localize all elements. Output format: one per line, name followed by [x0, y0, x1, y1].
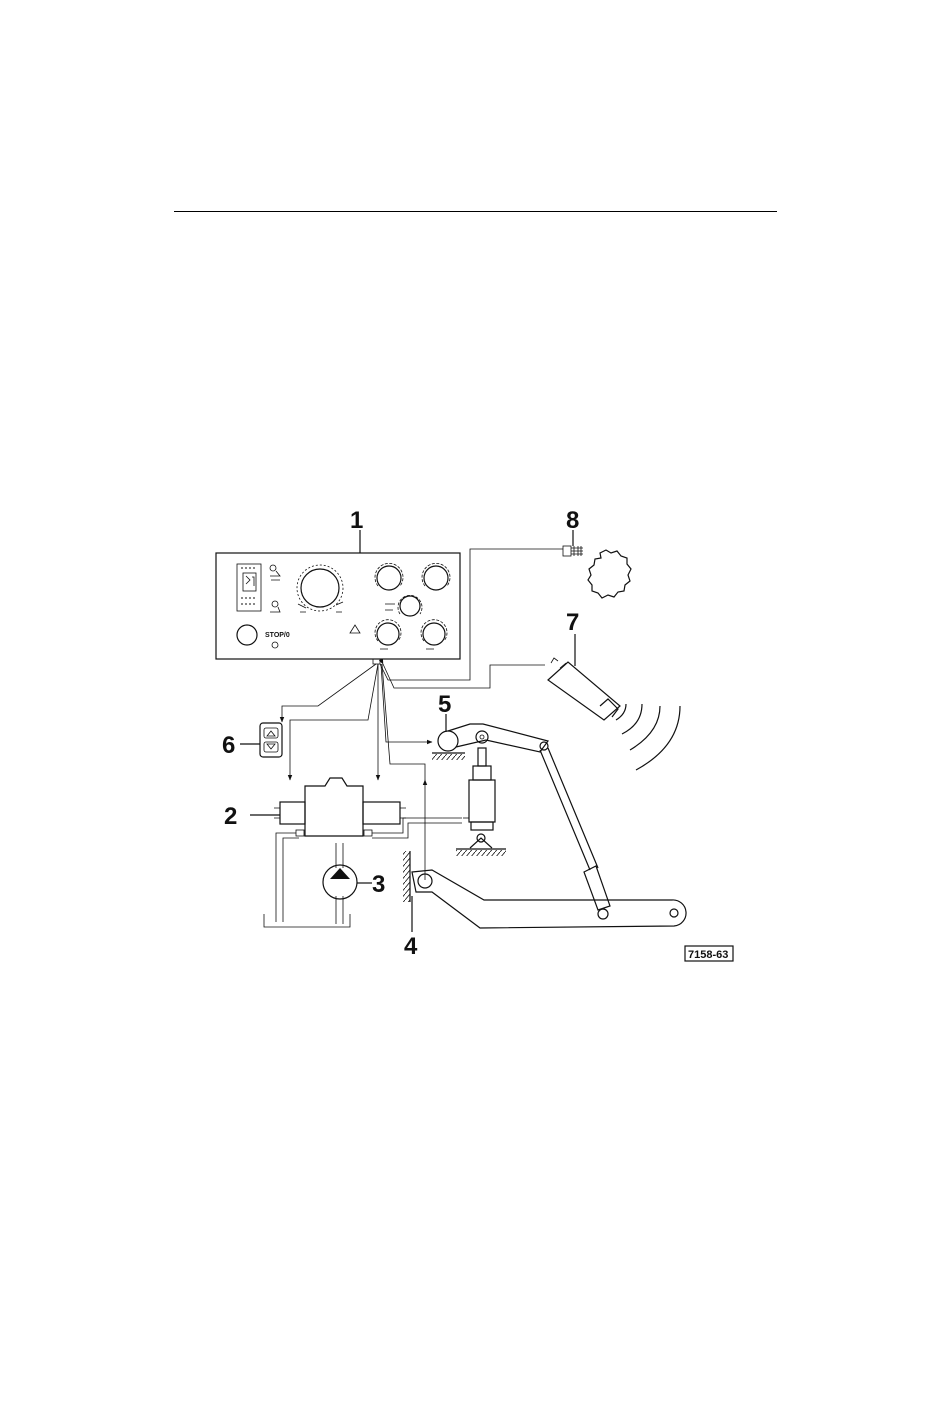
callout-2: 2 [224, 803, 237, 830]
lift-arm [432, 724, 610, 919]
radar-sensor [548, 658, 680, 770]
control-panel: STOP/0 [216, 553, 460, 664]
figure-id: 7158-63 [688, 949, 728, 961]
lift-cylinder [456, 748, 506, 856]
callout-1: 1 [350, 507, 363, 534]
stop-label: STOP/0 [265, 632, 290, 639]
control-valve [274, 778, 406, 836]
hydraulic-pump [323, 865, 357, 899]
callout-8: 8 [566, 507, 579, 534]
callout-5: 5 [438, 691, 451, 718]
external-switch [260, 723, 282, 757]
speed-sensor [563, 546, 631, 598]
callout-6: 6 [222, 732, 235, 759]
callout-7: 7 [566, 609, 579, 636]
callout-4: 4 [404, 933, 418, 960]
lower-link [403, 851, 686, 928]
wiring [282, 549, 563, 880]
callout-3: 3 [372, 871, 385, 898]
